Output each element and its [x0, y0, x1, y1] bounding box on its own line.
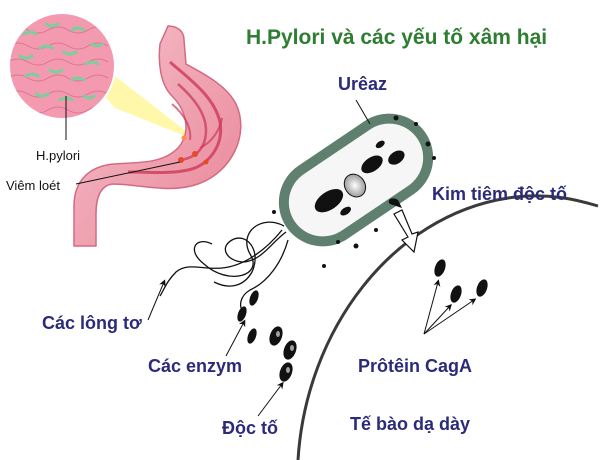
- label-cac-long-to: Các lông tơ: [42, 313, 142, 333]
- cagA-arrows: [423, 279, 477, 335]
- toxin-dots: [269, 326, 297, 382]
- injection-needle-arrow: [388, 198, 419, 254]
- label-te-bao-da-day: Tế bào dạ dày: [350, 414, 471, 434]
- long-to-pointer: [147, 279, 166, 321]
- bacterium-illustration: [278, 113, 434, 247]
- label-ureaz: Urêaz: [338, 74, 388, 94]
- enzyme-dots: [237, 290, 259, 344]
- enzym-pointer: [225, 319, 246, 357]
- label-h-pylori: H.pylori: [36, 148, 81, 163]
- flagella: [159, 221, 289, 315]
- cagA-protein-dots: [434, 259, 488, 303]
- urease-dots: [272, 115, 436, 268]
- label-kim-tiem-doc-to: Kim tiêm độc tố: [432, 184, 568, 204]
- diagram-title: H.Pylori và các yếu tố xâm hại: [246, 26, 548, 49]
- stomach-cell-membrane: [296, 194, 599, 460]
- label-doc-to: Độc tố: [222, 418, 278, 438]
- label-cac-enzym: Các enzym: [148, 356, 243, 376]
- magnifier-zoom-disc: [8, 12, 116, 120]
- label-viem-loet: Viêm loét: [6, 178, 60, 193]
- label-protein-caga: Prôtêin CagA: [358, 356, 473, 376]
- viem-loet-pointer: [75, 161, 181, 185]
- doc-to-pointer: [257, 381, 284, 417]
- ureaz-pointer: [355, 99, 371, 125]
- stomach-illustration: [73, 25, 242, 247]
